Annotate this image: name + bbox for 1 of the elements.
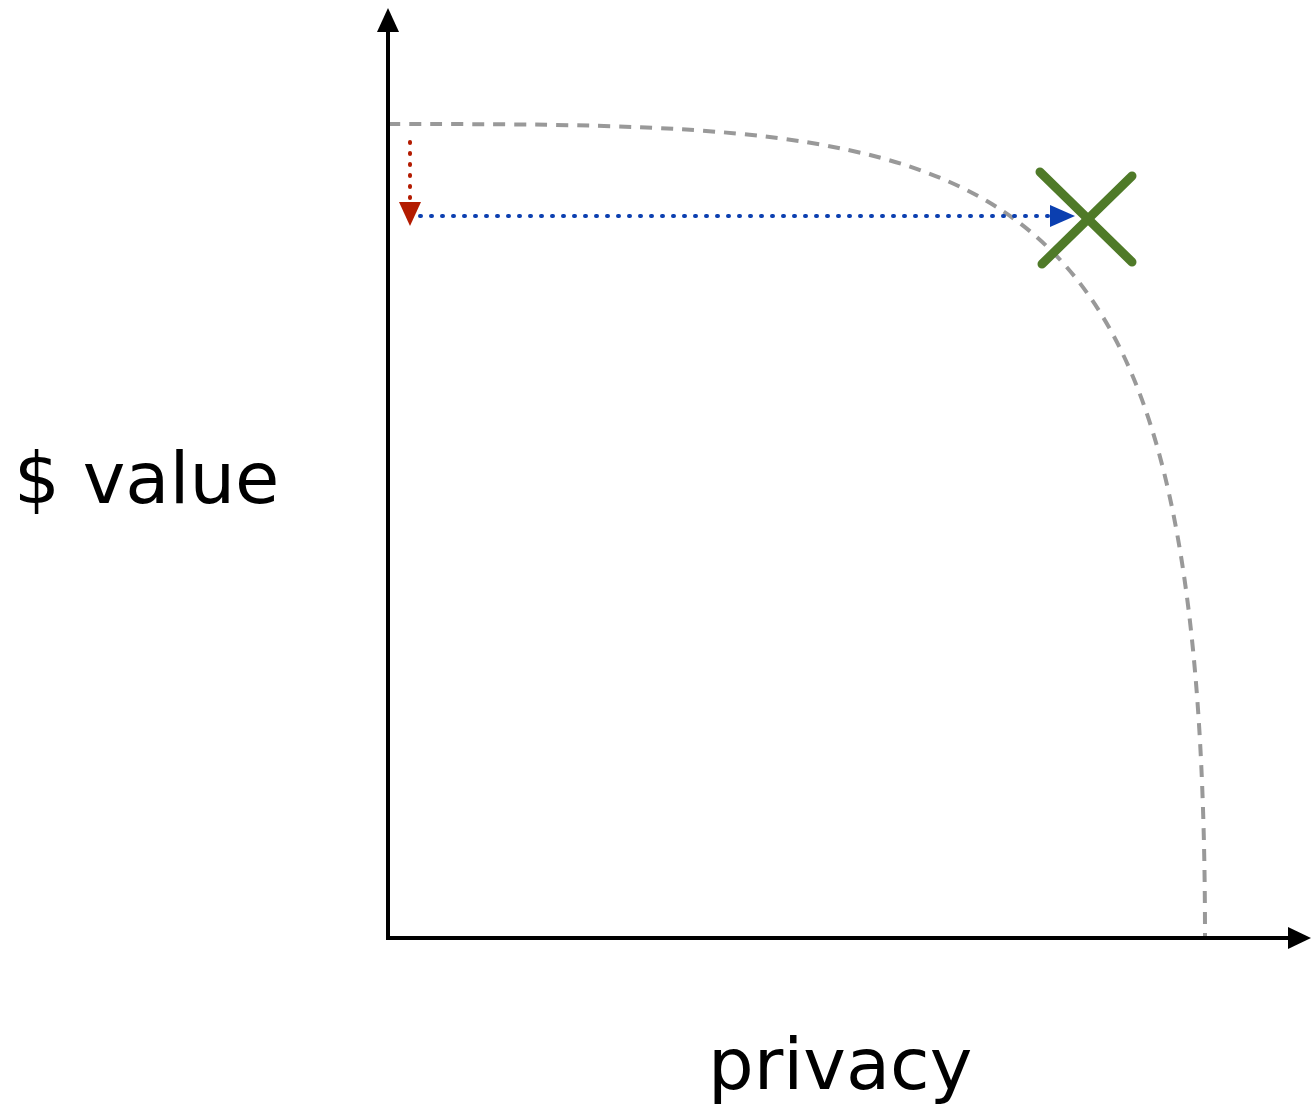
axis-label: $ value — [14, 442, 280, 514]
